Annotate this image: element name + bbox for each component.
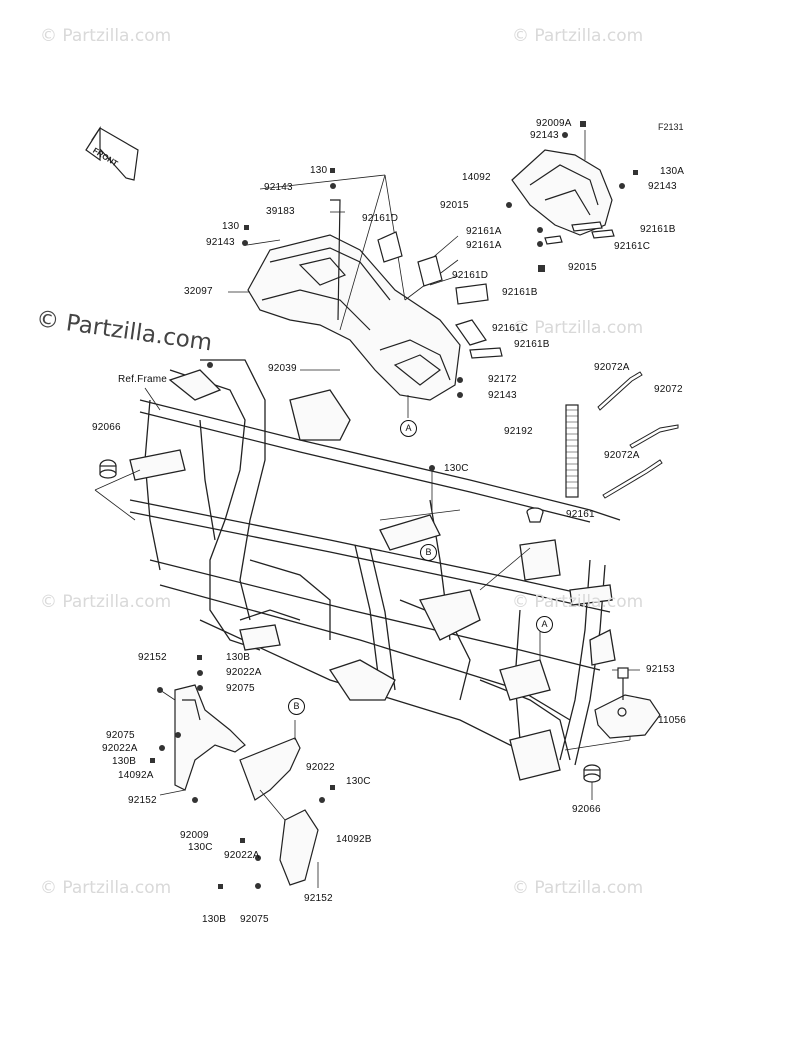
part-label: 14092A [118, 770, 154, 781]
part-label: 92066 [572, 804, 601, 815]
part-label: 92015 [568, 262, 597, 273]
part-label: 92015 [440, 200, 469, 211]
part-label: 92143 [264, 182, 293, 193]
callout-a: A [536, 616, 553, 633]
part-label: 92161 [566, 509, 595, 520]
part-label: 92161D [452, 270, 489, 281]
part-label: 92152 [304, 893, 333, 904]
tube-92192 [565, 404, 579, 498]
part-label: 92161A [466, 240, 502, 251]
part-label: 92161C [492, 323, 529, 334]
fasteners [150, 121, 638, 889]
part-label: 92161A [466, 226, 502, 237]
part-label: 39183 [266, 206, 295, 217]
part-label: 14092 [462, 172, 491, 183]
part-label: 92143 [648, 181, 677, 192]
part-label: 92161B [640, 224, 676, 235]
part-label: 130B [112, 756, 137, 767]
part-label: 130C [444, 463, 469, 474]
part-label: 11056 [658, 715, 687, 726]
mud-guard-14092B [239, 720, 319, 888]
part-label: 92143 [206, 237, 235, 248]
part-label: 130 [222, 221, 240, 232]
part-label: 92161B [514, 339, 550, 350]
ref-frame-label: Ref.Frame [118, 374, 168, 385]
bracket-11056 [594, 667, 661, 739]
watermark: © Partzilla.com [40, 26, 172, 46]
part-label: 14092B [336, 834, 372, 845]
part-label: 130C [188, 842, 213, 853]
part-label: 92022A [224, 850, 260, 861]
part-label: 32097 [184, 286, 213, 297]
watermark: © Partzilla.com [512, 878, 644, 898]
cable-ties-92072 [597, 371, 679, 499]
part-label: 130B [226, 652, 251, 663]
decals-92161 [377, 231, 503, 359]
part-label: 92161B [502, 287, 538, 298]
part-label: 130 [310, 165, 328, 176]
watermark: © Partzilla.com [40, 878, 172, 898]
part-label: 92072 [654, 384, 683, 395]
part-label: 92161C [614, 241, 651, 252]
rear-fender-32097 [247, 199, 461, 401]
front-arrow-icon [85, 125, 139, 181]
part-label: 92152 [138, 652, 167, 663]
callout-a: A [400, 420, 417, 437]
grommet-92066-right [583, 764, 601, 783]
part-label: 92075 [240, 914, 269, 925]
part-label: 92161D [362, 213, 399, 224]
mud-guard-14092A [159, 684, 246, 796]
part-label: 92022 [306, 762, 335, 773]
part-label: 92143 [530, 130, 559, 141]
part-label: 92172 [488, 374, 517, 385]
grommet-92161 [526, 507, 544, 523]
watermark: © Partzilla.com [512, 26, 644, 46]
part-label: 92009A [536, 118, 572, 129]
figure-code: F2131 [658, 122, 684, 132]
watermark: © Partzilla.com [40, 592, 172, 612]
part-label: 92153 [646, 664, 675, 675]
part-label: 92072A [604, 450, 640, 461]
part-label: 130A [660, 166, 685, 177]
part-label: 92075 [226, 683, 255, 694]
part-label: 92022A [102, 743, 138, 754]
watermark: © Partzilla.com [512, 318, 644, 338]
part-label: 130B [202, 914, 227, 925]
part-label: 92009 [180, 830, 209, 841]
part-label: 92152 [128, 795, 157, 806]
main-frame [129, 359, 621, 781]
callout-b: B [420, 544, 437, 561]
part-label: 92192 [504, 426, 533, 437]
part-label: 92143 [488, 390, 517, 401]
part-label: 92022A [226, 667, 262, 678]
mud-guard-14092 [511, 130, 615, 245]
part-label: 92066 [92, 422, 121, 433]
part-label: 92039 [268, 363, 297, 374]
watermark: © Partzilla.com [512, 592, 644, 612]
part-label: 92075 [106, 730, 135, 741]
callout-b: B [288, 698, 305, 715]
part-label: 92072A [594, 362, 630, 373]
grommet-92066-left [99, 459, 117, 479]
part-label: 130C [346, 776, 371, 787]
